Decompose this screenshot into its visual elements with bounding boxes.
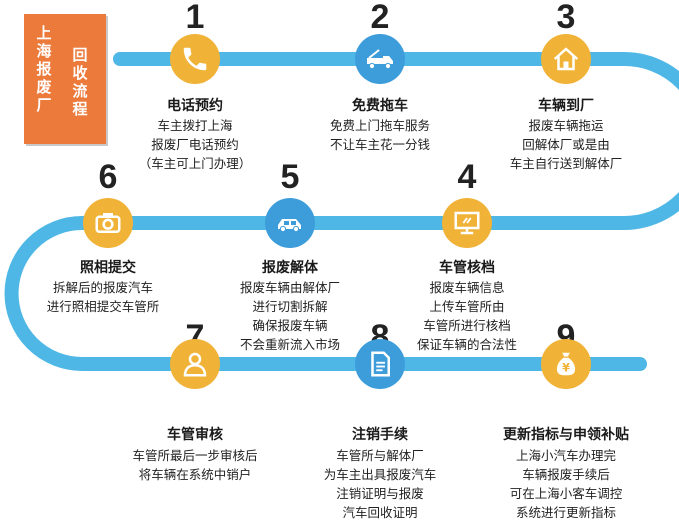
person-icon xyxy=(170,339,220,389)
step-number: 2 xyxy=(370,0,390,36)
description-line: 上海小汽车办理完 xyxy=(515,448,616,463)
monitor-icon xyxy=(442,198,492,248)
house-icon xyxy=(541,34,591,84)
description-line: 免费上门拖车服务 xyxy=(329,118,430,133)
step-description: 车主拨打上海报废厂电话预约 （车主可上门办理） xyxy=(105,116,285,173)
description-line: 确保报废车辆 xyxy=(252,318,328,333)
step-title: 电话预约 xyxy=(167,98,223,114)
step-title: 更新指标与申领补贴 xyxy=(503,427,629,443)
description-line: 不让车主花一分钱 xyxy=(329,137,430,152)
description-line: 报废厂电话预约 xyxy=(151,137,239,152)
description-line: 报废车辆信息 xyxy=(429,280,505,295)
step-title: 车管核档 xyxy=(439,260,495,276)
title-badge: 上海报废厂 回收流程 xyxy=(24,14,106,144)
tow-truck-icon xyxy=(355,34,405,84)
description-line: 报废车辆拖运 xyxy=(528,118,604,133)
description-line: 可在上海小客车调控 xyxy=(509,486,623,501)
step-title: 报废解体 xyxy=(262,260,318,276)
description-line: 注销证明与报废 xyxy=(336,486,424,501)
badge-line-1: 上海报废厂 xyxy=(36,24,52,114)
step-description: 报废车辆信息上传车管所由车管所进行核档保证车辆的合法性 xyxy=(377,278,557,354)
description-line: 保证车辆的合法性 xyxy=(416,337,517,352)
step-title: 免费拖车 xyxy=(352,98,408,114)
step-description: 拆解后的报废汽车进行照相提交车管所 xyxy=(13,278,193,316)
step-description: 车管所与解体厂为车主出具报废汽车注销证明与报废汽车回收证明 xyxy=(290,446,470,522)
description-line: 拆解后的报废汽车 xyxy=(52,280,153,295)
description-line: 为车主出具报废汽车 xyxy=(323,467,437,482)
step-description: 报废车辆拖运回解体厂或是由车主自行送到解体厂 xyxy=(476,116,656,173)
step-title: 照相提交 xyxy=(80,260,136,276)
description-line: 将车辆在系统中销户 xyxy=(138,467,252,482)
step-title: 车管审核 xyxy=(167,427,223,443)
phone-icon xyxy=(170,34,220,84)
description-line: 车管所最后一步审核后 xyxy=(132,448,258,463)
description-line: 回解体厂或是由 xyxy=(522,137,610,152)
step-title: 车辆到厂 xyxy=(538,98,594,114)
description-line: 不会重新流入市场 xyxy=(239,337,340,352)
svg-text:¥: ¥ xyxy=(562,362,570,375)
step-number: 1 xyxy=(185,0,205,36)
description-line: 车辆报废手续后 xyxy=(522,467,610,482)
description-line: 车主拨打上海 xyxy=(157,118,233,133)
step-number: 5 xyxy=(280,158,300,196)
description-line: 汽车回收证明 xyxy=(342,505,418,520)
car-icon xyxy=(265,198,315,248)
description-line: 车主自行送到解体厂 xyxy=(509,156,623,171)
step-description: 免费上门拖车服务不让车主花一分钱 xyxy=(290,116,470,154)
step-description: 车管所最后一步审核后将车辆在系统中销户 xyxy=(105,446,285,484)
description-line: 进行照相提交车管所 xyxy=(46,299,160,314)
document-icon xyxy=(355,339,405,389)
step-number: 6 xyxy=(98,158,118,196)
camera-icon xyxy=(83,198,133,248)
step-description: 上海小汽车办理完车辆报废手续后可在上海小客车调控系统进行更新指标 xyxy=(476,446,656,522)
description-line: （车主可上门办理） xyxy=(138,156,252,171)
description-line: 上传车管所由 xyxy=(429,299,505,314)
money-bag-icon: ¥ xyxy=(541,339,591,389)
step-description: 报废车辆由解体厂进行切割拆解确保报废车辆不会重新流入市场 xyxy=(200,278,380,354)
description-line: 系统进行更新指标 xyxy=(515,505,616,520)
description-line: 车管所进行核档 xyxy=(423,318,511,333)
step-title: 注销手续 xyxy=(352,427,408,443)
step-number: 3 xyxy=(556,0,576,36)
badge-line-2: 回收流程 xyxy=(72,46,88,118)
description-line: 车管所与解体厂 xyxy=(336,448,424,463)
step-number: 4 xyxy=(457,158,477,196)
description-line: 报废车辆由解体厂 xyxy=(239,280,340,295)
description-line: 进行切割拆解 xyxy=(252,299,328,314)
